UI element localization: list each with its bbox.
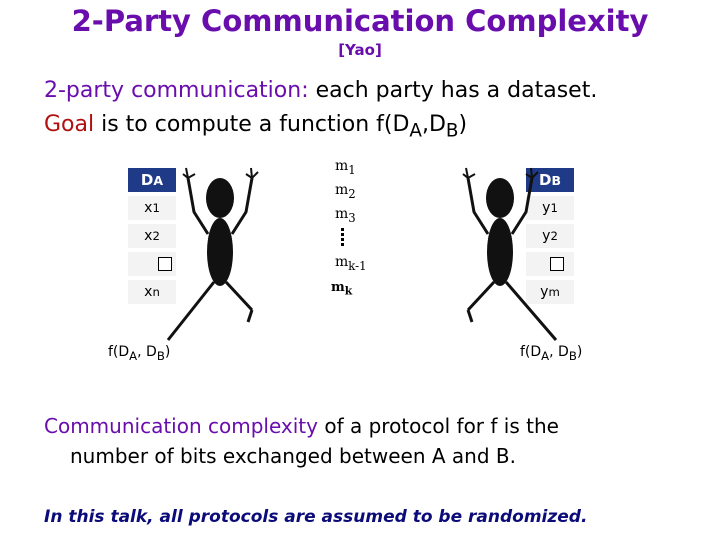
goal-label: Goal bbox=[44, 112, 95, 137]
person-b-figure-icon bbox=[462, 167, 558, 341]
complexity-term: Communication complexity bbox=[44, 414, 318, 438]
party-b-row-m-sub: m bbox=[548, 285, 560, 299]
footer-note: In this talk, all protocols are assumed … bbox=[44, 507, 588, 527]
person-a-figure-icon bbox=[166, 167, 259, 341]
goal-sub-a: A bbox=[409, 120, 422, 142]
citation: [Yao] bbox=[338, 41, 382, 59]
party-a-header-sub: A bbox=[153, 172, 164, 188]
party-a-ellipsis-row bbox=[128, 252, 176, 276]
slide-title: 2-Party Communication Complexity bbox=[71, 4, 649, 38]
goal-line: Goal is to compute a function f(DA,DB) bbox=[44, 112, 467, 141]
party-a-header-text: D bbox=[140, 171, 154, 189]
party-b-output: f(DA, DB) bbox=[520, 344, 583, 363]
message-k: mk bbox=[331, 280, 353, 298]
message-2: m2 bbox=[335, 182, 356, 201]
message-3: m3 bbox=[335, 206, 356, 225]
goal-comma: ,D bbox=[421, 112, 446, 137]
party-b-row-2-sub: 2 bbox=[550, 229, 558, 243]
party-b-row-1-var: y bbox=[542, 200, 551, 216]
complexity-line-2: number of bits exchanged between A and B… bbox=[70, 444, 516, 468]
intro-term: 2-party communication: bbox=[44, 78, 309, 103]
party-a-row-2-var: x bbox=[144, 228, 153, 244]
party-b-row-2-var: y bbox=[542, 228, 551, 244]
party-a-output: f(DA, DB) bbox=[108, 344, 171, 363]
party-a-row-n-sub: n bbox=[152, 285, 160, 299]
intro-rest: each party has a dataset. bbox=[308, 78, 598, 103]
message-k-minus-1: mk-1 bbox=[335, 254, 367, 273]
party-b-row-m-var: y bbox=[540, 284, 549, 300]
ellipsis-box-icon bbox=[158, 257, 172, 271]
vertical-ellipsis-icon bbox=[341, 228, 344, 246]
goal-close: ) bbox=[458, 112, 468, 137]
complexity-line-1: Communication complexity of a protocol f… bbox=[44, 414, 559, 438]
complexity-rest: of a protocol for f is the bbox=[317, 414, 559, 438]
party-b-header-text: D bbox=[539, 171, 552, 189]
party-a-row-n-var: x bbox=[144, 284, 153, 300]
party-b-ellipsis-row bbox=[526, 252, 574, 276]
party-b-header-sub: B bbox=[551, 172, 561, 188]
party-a-row-2-sub: 2 bbox=[152, 229, 160, 243]
party-a-row-1-var: x bbox=[144, 200, 153, 216]
message-1: m1 bbox=[335, 158, 356, 177]
party-b-row-1-sub: 1 bbox=[550, 201, 558, 215]
party-a-row-1-sub: 1 bbox=[152, 201, 160, 215]
goal-text: is to compute a function f(D bbox=[94, 112, 410, 137]
goal-sub-b: B bbox=[445, 120, 459, 142]
ellipsis-box-icon bbox=[550, 257, 564, 271]
intro-line: 2-party communication: each party has a … bbox=[44, 78, 597, 103]
